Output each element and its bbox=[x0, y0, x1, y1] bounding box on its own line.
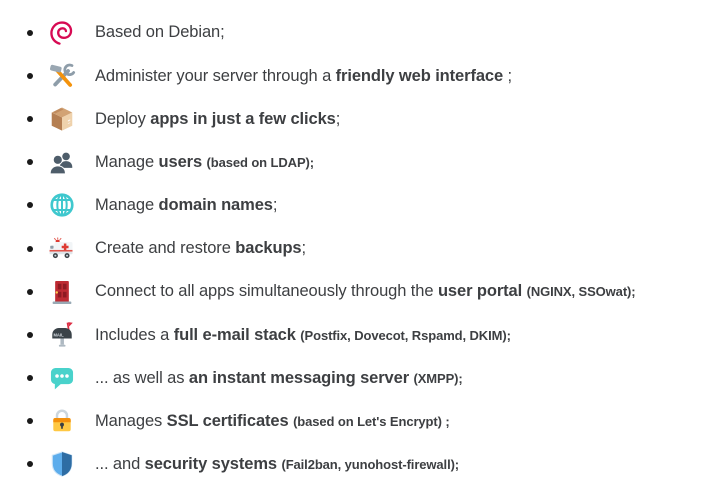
svg-text:MAIL: MAIL bbox=[53, 332, 64, 337]
text-segment: Administer your server through a bbox=[95, 66, 336, 85]
globe-icon bbox=[47, 190, 77, 220]
item-text: ... as well as an instant messaging serv… bbox=[95, 370, 463, 387]
item-text: Manage users (based on LDAP); bbox=[95, 154, 314, 171]
item-text: Deploy apps in just a few clicks; bbox=[95, 109, 341, 128]
item-text: Connect to all apps simultaneously throu… bbox=[95, 283, 636, 300]
list-item: Create and restore backups; bbox=[0, 227, 715, 270]
package-icon bbox=[47, 104, 77, 134]
text-segment: Create and restore bbox=[95, 239, 236, 258]
list-item: Based on Debian; bbox=[0, 11, 715, 54]
bullet-icon bbox=[27, 72, 33, 79]
mailbox-icon: MAIL bbox=[47, 320, 77, 350]
item-text: Create and restore backups; bbox=[95, 240, 306, 257]
item-text: ... and security systems (Fail2ban, yuno… bbox=[95, 456, 459, 473]
bullet-icon bbox=[27, 418, 33, 425]
shield-icon bbox=[47, 449, 77, 479]
lock-icon bbox=[47, 406, 77, 436]
feature-list: Based on Debian; Administer your server … bbox=[0, 11, 715, 486]
text-segment: ; bbox=[503, 66, 513, 85]
text-segment: users bbox=[158, 152, 203, 171]
text-segment: friendly web interface bbox=[335, 66, 504, 85]
list-item: Administer your server through a friendl… bbox=[0, 54, 715, 97]
text-segment: (Postfix, Dovecot, Rspamd, DKIM); bbox=[300, 327, 511, 343]
text-segment: (based on Let's Encrypt) ; bbox=[293, 414, 450, 430]
text-segment: full e-mail stack bbox=[173, 325, 296, 344]
list-item: ... as well as an instant messaging serv… bbox=[0, 357, 715, 400]
item-text: Includes a full e-mail stack (Postfix, D… bbox=[95, 325, 511, 344]
text-segment: user portal bbox=[437, 282, 523, 301]
item-text: Based on Debian; bbox=[95, 24, 225, 41]
text-segment: an instant messaging server bbox=[188, 368, 410, 387]
list-item: Manages SSL certificates (based on Let's… bbox=[0, 400, 715, 443]
text-segment: apps in just a few clicks bbox=[150, 109, 336, 128]
text-segment: Manages bbox=[95, 412, 167, 431]
speech-icon bbox=[47, 363, 77, 393]
text-segment: security systems bbox=[144, 455, 277, 474]
tools-icon bbox=[47, 61, 77, 91]
bullet-icon bbox=[27, 375, 33, 382]
door-icon bbox=[47, 277, 77, 307]
text-segment: ... and bbox=[95, 455, 145, 474]
text-segment: (Fail2ban, yunohost-firewall); bbox=[281, 457, 460, 473]
list-item: Connect to all apps simultaneously throu… bbox=[0, 270, 715, 313]
text-segment: (NGINX, SSOwat); bbox=[526, 284, 636, 300]
text-segment: backups bbox=[235, 239, 302, 258]
text-segment: ; bbox=[272, 196, 278, 215]
bullet-icon bbox=[27, 159, 33, 166]
text-segment: Manage bbox=[95, 152, 159, 171]
bullet-icon bbox=[27, 288, 33, 295]
bullet-icon bbox=[27, 461, 33, 468]
text-segment: Deploy bbox=[95, 109, 151, 128]
text-segment: domain names bbox=[158, 196, 273, 215]
text-segment: Includes a bbox=[95, 325, 174, 344]
bullet-icon bbox=[27, 115, 33, 122]
list-item: MAIL Includes a full e-mail stack (Postf… bbox=[0, 313, 715, 356]
text-segment: SSL certificates bbox=[166, 412, 289, 431]
text-segment: (based on LDAP); bbox=[206, 154, 315, 170]
list-item: Deploy apps in just a few clicks; bbox=[0, 97, 715, 140]
text-segment: ; bbox=[335, 109, 341, 128]
text-segment: ... as well as bbox=[95, 368, 189, 387]
users-icon bbox=[47, 147, 77, 177]
item-text: Manage domain names; bbox=[95, 197, 277, 214]
list-item: Manage domain names; bbox=[0, 184, 715, 227]
bullet-icon bbox=[27, 331, 33, 338]
bullet-icon bbox=[27, 202, 33, 209]
item-text: Manages SSL certificates (based on Let's… bbox=[95, 413, 450, 430]
ambulance-icon bbox=[47, 234, 77, 264]
text-segment: ; bbox=[301, 239, 307, 258]
bullet-icon bbox=[27, 245, 33, 252]
text-segment: (XMPP); bbox=[413, 370, 463, 386]
list-item: Manage users (based on LDAP); bbox=[0, 141, 715, 184]
item-text: Administer your server through a friendl… bbox=[95, 66, 513, 85]
list-item: ... and security systems (Fail2ban, yuno… bbox=[0, 443, 715, 486]
text-segment: Connect to all apps simultaneously throu… bbox=[95, 282, 438, 301]
text-segment: Manage bbox=[95, 196, 159, 215]
text-segment: Based on Debian; bbox=[95, 23, 225, 42]
debian-icon bbox=[47, 18, 77, 48]
bullet-icon bbox=[27, 29, 33, 36]
